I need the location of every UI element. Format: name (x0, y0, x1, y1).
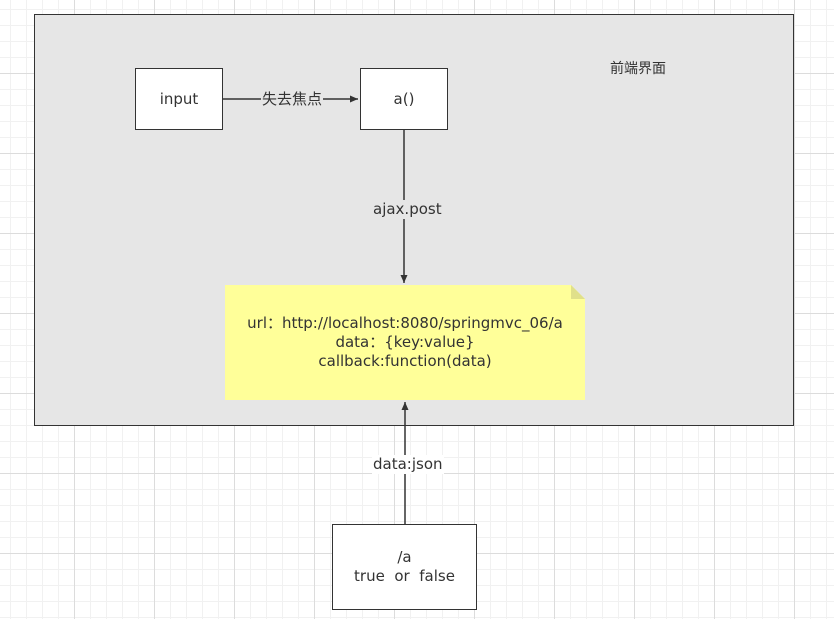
function-a-node: a() (360, 68, 448, 130)
container-label: 前端界面 (610, 61, 666, 77)
endpoint-result-label: true or false (354, 567, 455, 585)
edge-label-blur: 失去焦点 (261, 90, 324, 109)
request-note: url：http://localhost:8080/springmvc_06/a… (225, 285, 585, 400)
endpoint-path-label: /a (397, 548, 412, 566)
endpoint-node: /a true or false (332, 524, 477, 610)
note-url-line: url：http://localhost:8080/springmvc_06/a (247, 314, 563, 332)
input-node-label: input (159, 89, 199, 108)
note-data-line: data：{key:value} (335, 333, 475, 351)
function-a-label: a() (393, 89, 415, 108)
note-shape (225, 285, 585, 400)
edge-label-ajax-post: ajax.post (372, 200, 443, 219)
note-callback-line: callback:function(data) (318, 352, 492, 370)
input-node: input (135, 68, 223, 130)
edge-label-data-json: data:json (372, 455, 444, 474)
